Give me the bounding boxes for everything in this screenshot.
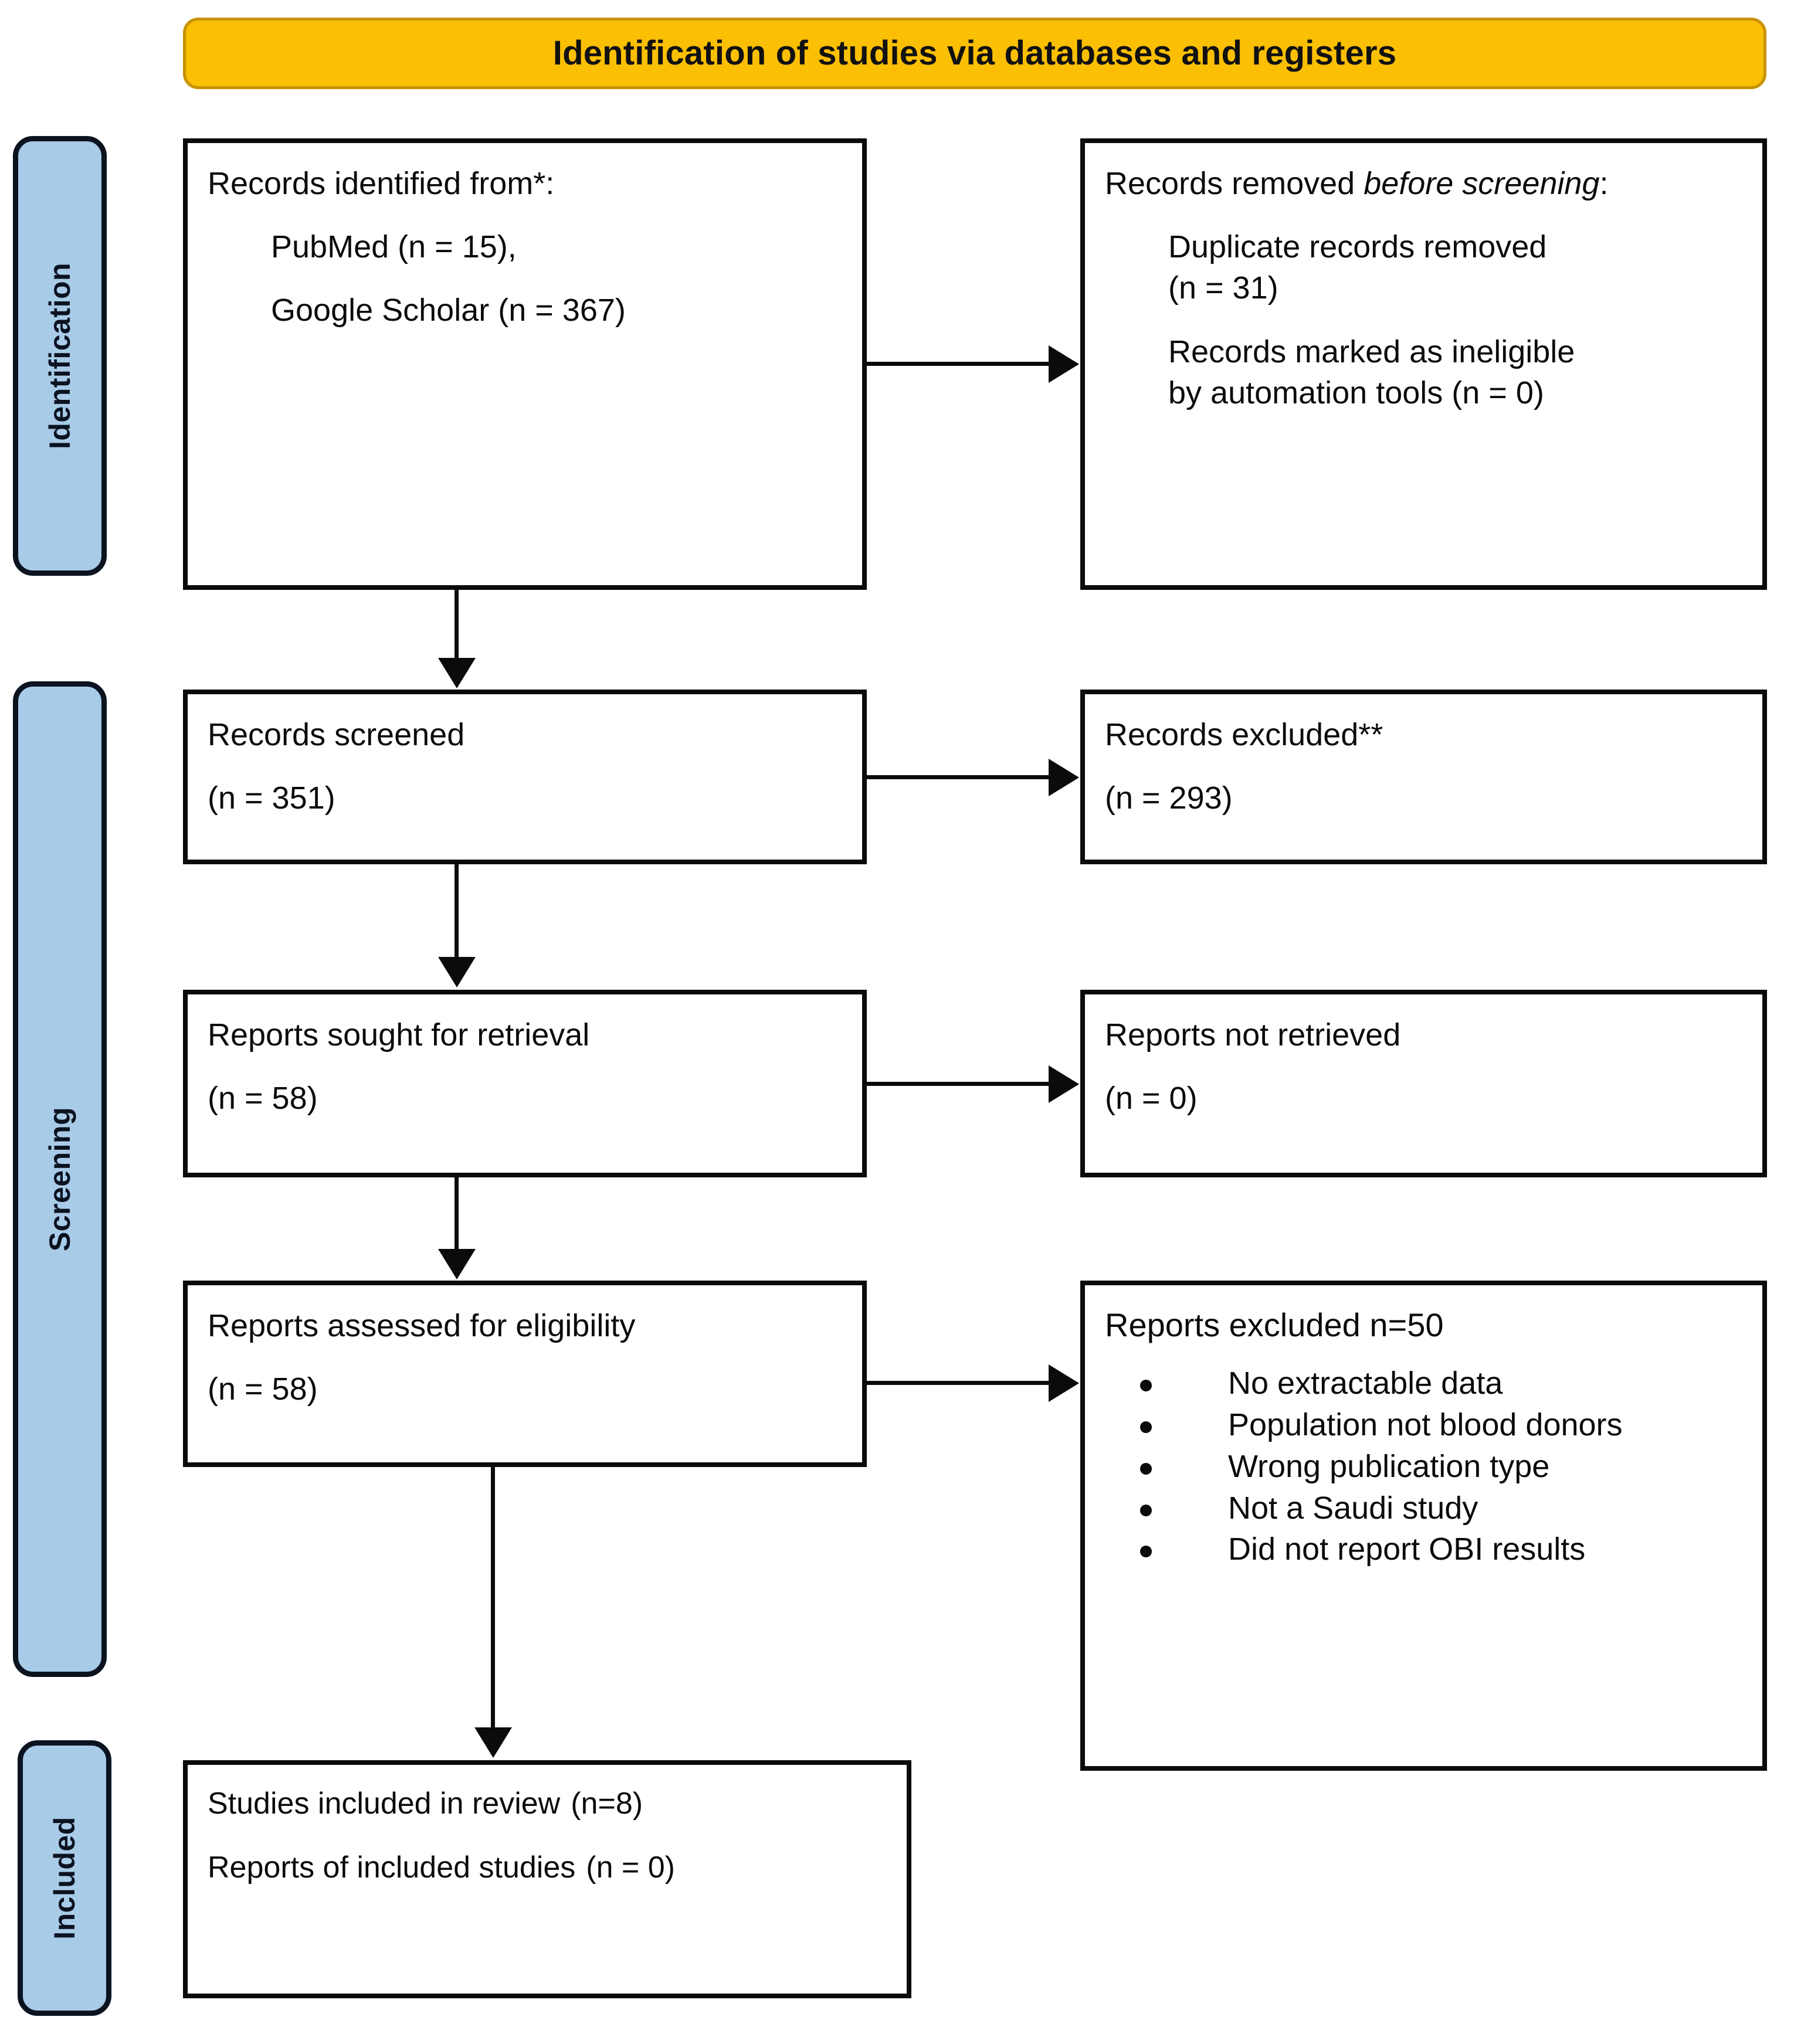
connector-sought-to-assessed: [455, 1177, 459, 1250]
records-excluded-heading: Records excluded**: [1105, 717, 1383, 752]
reports-not-retrieved-heading: Reports not retrieved: [1105, 1017, 1401, 1052]
stage-rail-identification: Identification: [13, 136, 107, 576]
connector-screened-to-sought: [455, 864, 459, 958]
spacer: [1105, 309, 1742, 331]
box-records-removed-content: Records removed before screening: Duplic…: [1105, 163, 1742, 413]
records-identified-heading: Records identified from*:: [208, 166, 555, 201]
spacer: [1105, 755, 1742, 777]
records-removed-heading-emphasis: before screening: [1364, 166, 1600, 201]
box-records-identified: Records identified from*: PubMed (n = 15…: [183, 138, 867, 590]
records-ineligible-automation-count: by automation tools (n = 0): [1168, 375, 1544, 410]
records-removed-heading-prefix: Records removed: [1105, 166, 1364, 201]
reports-of-included-studies-label: Reports of included studies: [208, 1851, 576, 1885]
stage-rail-identification-label: Identification: [43, 262, 77, 450]
spacer: [1105, 1055, 1742, 1078]
reports-of-included-studies-row: Reports of included studies (n = 0): [208, 1849, 887, 1887]
arrowhead-screened-to-sought: [438, 957, 476, 987]
box-records-screened-content: Records screened (n = 351): [208, 714, 842, 819]
box-studies-included: Studies included in review (n=8) Reports …: [183, 1760, 911, 1998]
stage-rail-included: Included: [18, 1740, 111, 2016]
stage-rail-included-label: Included: [48, 1816, 82, 1940]
connector-identified-to-screened: [455, 590, 459, 659]
connector-assessed-to-reports-excluded: [867, 1381, 1049, 1385]
reports-of-included-studies-count: (n = 0): [586, 1851, 675, 1885]
records-screened-count: (n = 351): [208, 780, 335, 816]
list-item: Did not report OBI results: [1140, 1530, 1742, 1568]
reports-excluded-heading: Reports excluded n=50: [1105, 1306, 1444, 1343]
page-title: Identification of studies via databases …: [552, 34, 1397, 73]
records-removed-heading-suffix: :: [1599, 166, 1609, 201]
arrowhead-sought-to-not-retrieved: [1049, 1065, 1079, 1103]
diagram-header-banner: Identification of studies via databases …: [183, 18, 1766, 89]
box-reports-assessed-content: Reports assessed for eligibility (n = 58…: [208, 1305, 842, 1410]
box-reports-assessed-for-eligibility: Reports assessed for eligibility (n = 58…: [183, 1281, 867, 1467]
list-item: Wrong publication type: [1140, 1448, 1742, 1486]
records-ineligible-automation-label: Records marked as ineligible: [1168, 334, 1575, 369]
spacer: [208, 1346, 842, 1369]
box-reports-sought-content: Reports sought for retrieval (n = 58): [208, 1014, 842, 1119]
box-records-removed-before-screening: Records removed before screening: Duplic…: [1080, 138, 1767, 590]
box-records-excluded: Records excluded** (n = 293): [1080, 690, 1767, 864]
studies-included-count: (n=8): [571, 1787, 643, 1821]
spacer: [208, 204, 842, 226]
spacer: [208, 1055, 842, 1078]
arrowhead-identified-to-screened: [438, 658, 476, 688]
stage-rail-screening-label: Screening: [43, 1106, 76, 1252]
arrowhead-sought-to-assessed: [438, 1249, 476, 1279]
stage-rail-screening: Screening: [13, 681, 107, 1677]
box-records-excluded-content: Records excluded** (n = 293): [1105, 714, 1742, 819]
connector-assessed-to-included: [491, 1467, 495, 1729]
box-reports-sought-for-retrieval: Reports sought for retrieval (n = 58): [183, 990, 867, 1177]
list-item: No extractable data: [1140, 1364, 1742, 1403]
spacer: [208, 1823, 887, 1849]
studies-included-label: Studies included in review: [208, 1787, 561, 1821]
duplicate-records-removed-label: Duplicate records removed: [1168, 229, 1547, 265]
records-excluded-count: (n = 293): [1105, 780, 1233, 816]
arrowhead-assessed-to-included: [474, 1727, 512, 1758]
box-reports-not-retrieved: Reports not retrieved (n = 0): [1080, 990, 1767, 1177]
studies-included-row: Studies included in review (n=8): [208, 1785, 887, 1823]
duplicate-records-removed-count: (n = 31): [1168, 270, 1278, 306]
reports-assessed-count: (n = 58): [208, 1371, 318, 1407]
reports-assessed-heading: Reports assessed for eligibility: [208, 1308, 636, 1343]
box-records-identified-content: Records identified from*: PubMed (n = 15…: [208, 163, 842, 331]
reports-excluded-reason-list: No extractable data Population not blood…: [1105, 1364, 1742, 1568]
connector-screened-to-excluded: [867, 775, 1049, 779]
box-records-screened: Records screened (n = 351): [183, 690, 867, 864]
connector-sought-to-not-retrieved: [867, 1082, 1049, 1086]
arrowhead-assessed-to-reports-excluded: [1049, 1364, 1079, 1402]
spacer: [1105, 204, 1742, 226]
records-identified-source-pubmed: PubMed (n = 15),: [271, 229, 517, 265]
box-reports-not-retrieved-content: Reports not retrieved (n = 0): [1105, 1014, 1742, 1119]
spacer: [208, 267, 842, 290]
records-screened-heading: Records screened: [208, 717, 465, 752]
reports-sought-heading: Reports sought for retrieval: [208, 1017, 590, 1052]
spacer: [208, 755, 842, 777]
arrowhead-screened-to-excluded: [1049, 759, 1079, 796]
list-item: Population not blood donors: [1140, 1406, 1742, 1444]
records-identified-source-google-scholar: Google Scholar (n = 367): [271, 293, 626, 328]
box-reports-excluded: Reports excluded n=50 No extractable dat…: [1080, 1281, 1767, 1771]
arrowhead-identified-to-removed: [1049, 345, 1079, 383]
connector-identified-to-removed: [867, 362, 1049, 366]
reports-sought-count: (n = 58): [208, 1081, 318, 1116]
list-item: Not a Saudi study: [1140, 1489, 1742, 1527]
reports-not-retrieved-count: (n = 0): [1105, 1081, 1198, 1116]
